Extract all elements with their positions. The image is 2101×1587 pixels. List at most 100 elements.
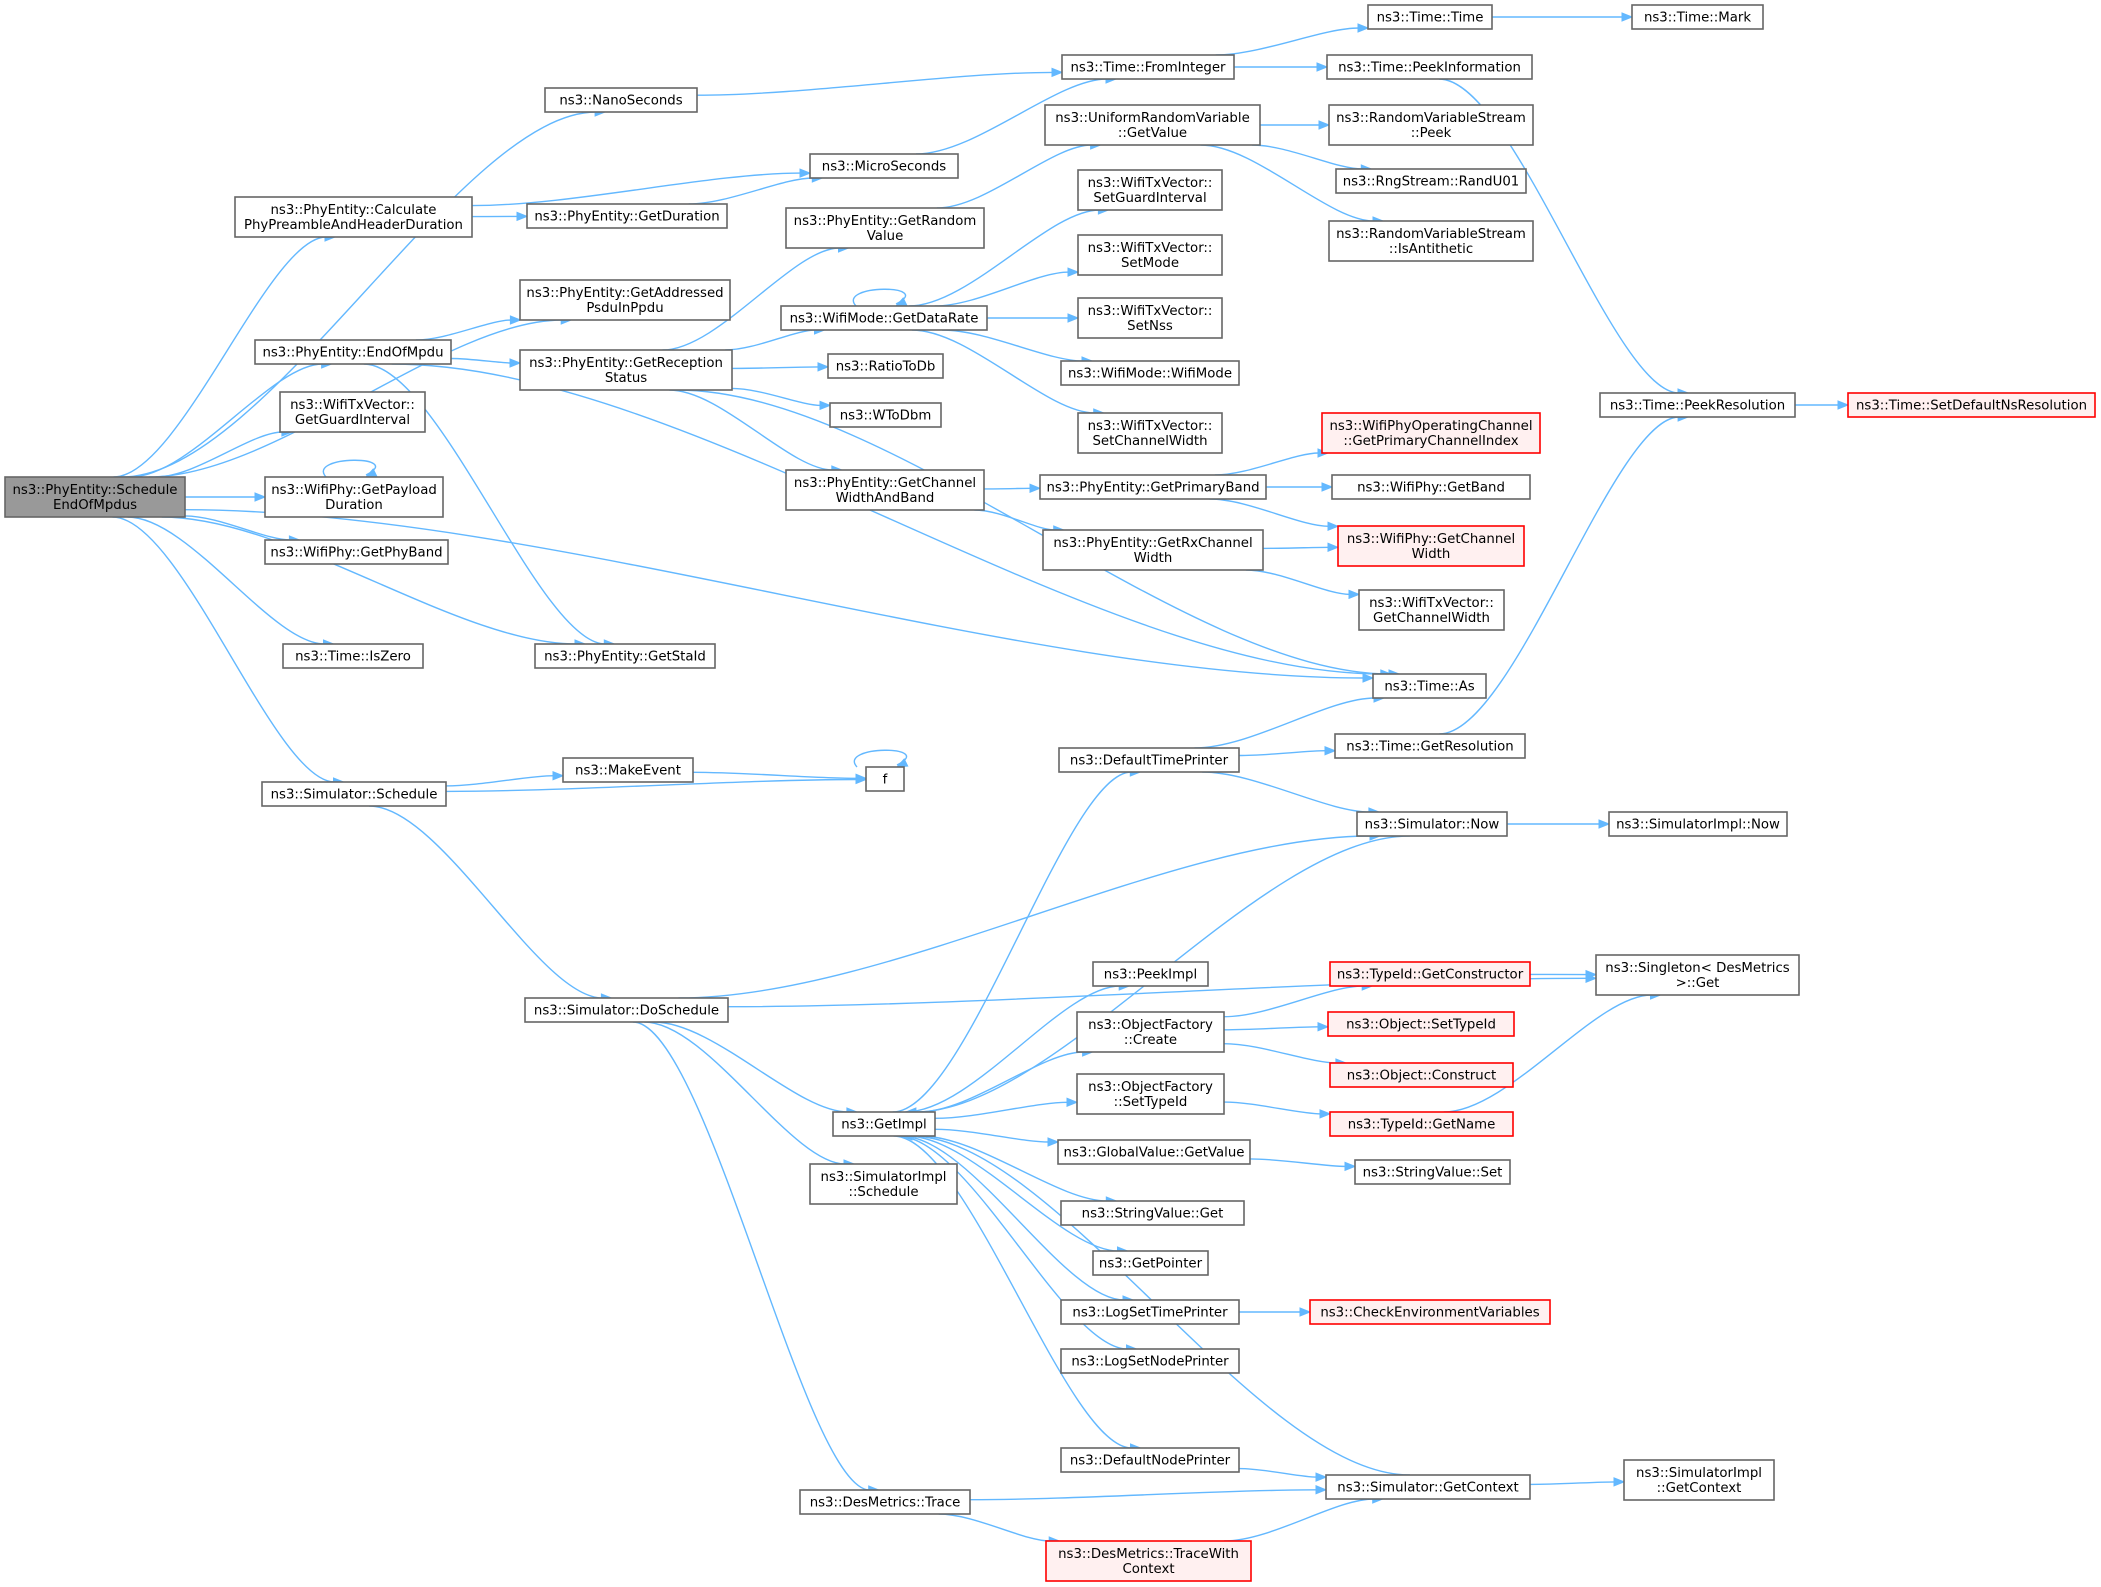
node-getprimband[interactable]: ns3::PhyEntity::GetPrimaryBand — [1039, 474, 1267, 500]
node-box — [519, 349, 733, 391]
node-label-line: ns3::Time::IsZero — [295, 650, 411, 665]
node-box — [264, 476, 444, 518]
node-wifiphygetchw[interactable]: ns3::WifiPhy::GetChannelWidth — [1337, 525, 1525, 567]
edge-root-to-getpayload — [185, 492, 267, 502]
node-label-line: ns3::PeekImpl — [1104, 968, 1197, 983]
edge-arrowhead — [1324, 745, 1337, 756]
node-box — [809, 1163, 958, 1205]
node-label-line: ns3::GetPointer — [1099, 1257, 1203, 1272]
edge-line — [1251, 144, 1363, 170]
node-objsettypeid[interactable]: ns3::Object::SetTypeId — [1327, 1011, 1515, 1037]
node-label-line: ns3::CheckEnvironmentVariables — [1320, 1306, 1539, 1321]
node-desmetricstrace[interactable]: ns3::DesMetrics::Trace — [799, 1489, 971, 1515]
node-simnow[interactable]: ns3::Simulator::Now — [1356, 811, 1508, 837]
node-getprimidx[interactable]: ns3::WifiPhyOperatingChannel::GetPrimary… — [1321, 412, 1541, 454]
node-unifgetvalue[interactable]: ns3::UniformRandomVariable::GetValue — [1044, 104, 1261, 146]
node-simgetctx[interactable]: ns3::Simulator::GetContext — [1325, 1474, 1531, 1500]
node-simimplsched[interactable]: ns3::SimulatorImpl::Schedule — [809, 1163, 958, 1205]
node-label-line: ::GetPrimaryChannelIndex — [1343, 434, 1518, 449]
node-getphyband[interactable]: ns3::WifiPhy::GetPhyBand — [264, 539, 449, 565]
node-getstaid[interactable]: ns3::PhyEntity::GetStaId — [534, 643, 716, 669]
node-construct[interactable]: ns3::Object::Construct — [1329, 1062, 1514, 1088]
node-setnss[interactable]: ns3::WifiTxVector::SetNss — [1077, 297, 1223, 339]
node-box — [785, 207, 985, 249]
node-simschedule[interactable]: ns3::Simulator::Schedule — [261, 781, 447, 807]
node-singleton[interactable]: ns3::Singleton< DesMetrics >::Get — [1595, 954, 1800, 996]
node-getname[interactable]: ns3::TypeId::GetName — [1329, 1111, 1514, 1137]
edge-line — [1223, 1026, 1320, 1031]
node-fromint[interactable]: ns3::Time::FromInteger — [1061, 54, 1235, 80]
node-label-line: SetGuardInterval — [1093, 191, 1206, 206]
node-timemark[interactable]: ns3::Time::Mark — [1631, 4, 1764, 30]
node-getguard[interactable]: ns3::WifiTxVector::GetGuardInterval — [279, 391, 426, 433]
node-ofsettypeid[interactable]: ns3::ObjectFactory::SetTypeId — [1076, 1073, 1225, 1115]
edge-getrandom-to-unifgetvalue — [936, 140, 1102, 209]
node-ratiotodb[interactable]: ns3::RatioToDb — [827, 353, 944, 379]
node-gvgetvalue[interactable]: ns3::GlobalValue::GetValue — [1057, 1139, 1251, 1165]
node-peekimpl[interactable]: ns3::PeekImpl — [1092, 961, 1209, 987]
edge-line — [934, 1101, 1069, 1119]
node-peekinfo[interactable]: ns3::Time::PeekInformation — [1326, 54, 1533, 80]
node-box — [1608, 811, 1788, 837]
node-peekres[interactable]: ns3::Time::PeekResolution — [1599, 392, 1796, 418]
edge-ofcreate-to-construct — [1223, 1043, 1348, 1068]
node-svset[interactable]: ns3::StringValue::Set — [1354, 1159, 1511, 1185]
node-defnodeprinter[interactable]: ns3::DefaultNodePrinter — [1060, 1447, 1240, 1473]
node-randu01[interactable]: ns3::RngStream::RandU01 — [1335, 168, 1527, 194]
node-setmode[interactable]: ns3::WifiTxVector::SetMode — [1077, 234, 1223, 276]
node-getband[interactable]: ns3::WifiPhy::GetBand — [1331, 474, 1531, 500]
node-setchwidth[interactable]: ns3::WifiTxVector::SetChannelWidth — [1077, 412, 1223, 454]
node-getres[interactable]: ns3::Time::GetResolution — [1334, 733, 1526, 759]
node-deftimeprinter[interactable]: ns3::DefaultTimePrinter — [1058, 747, 1240, 773]
node-svget[interactable]: ns3::StringValue::Get — [1060, 1200, 1245, 1226]
node-wtodbm[interactable]: ns3::WToDbm — [829, 402, 942, 428]
node-label-line: ns3::ObjectFactory — [1088, 1018, 1213, 1033]
node-getpointer[interactable]: ns3::GetPointer — [1092, 1250, 1209, 1276]
node-setguard[interactable]: ns3::WifiTxVector::SetGuardInterval — [1077, 169, 1223, 211]
node-getduration[interactable]: ns3::PhyEntity::GetDuration — [526, 203, 728, 229]
node-nanoseconds[interactable]: ns3::NanoSeconds — [544, 87, 698, 113]
node-f[interactable]: f — [865, 766, 905, 792]
node-label-line: ns3::Time::Time — [1377, 11, 1484, 26]
node-calc[interactable]: ns3::PhyEntity::CalculatePhyPreambleAndH… — [234, 196, 473, 238]
node-isanti[interactable]: ns3::RandomVariableStream::IsAntithetic — [1328, 220, 1534, 262]
node-makeevent[interactable]: ns3::MakeEvent — [562, 757, 694, 783]
edge-line — [688, 177, 814, 205]
node-logsetnp[interactable]: ns3::LogSetNodePrinter — [1060, 1348, 1240, 1374]
node-simimplgetctx[interactable]: ns3::SimulatorImpl::GetContext — [1623, 1459, 1775, 1501]
node-setdefres[interactable]: ns3::Time::SetDefaultNsResolution — [1847, 392, 2096, 418]
node-getctor[interactable]: ns3::TypeId::GetConstructor — [1329, 961, 1531, 987]
node-box — [1044, 104, 1261, 146]
node-microseconds[interactable]: ns3::MicroSeconds — [809, 153, 959, 179]
edge-line — [1238, 750, 1327, 757]
node-checkenv[interactable]: ns3::CheckEnvironmentVariables — [1309, 1299, 1551, 1325]
edge-gvgetvalue-to-svset — [1249, 1158, 1357, 1172]
node-box — [1057, 1139, 1251, 1165]
node-iszero[interactable]: ns3::Time::IsZero — [282, 643, 424, 669]
node-getdatarate[interactable]: ns3::WifiMode::GetDataRate — [780, 305, 988, 331]
node-logsettp[interactable]: ns3::LogSetTimePrinter — [1060, 1299, 1240, 1325]
node-box — [1328, 220, 1534, 262]
node-endofmpdu[interactable]: ns3::PhyEntity::EndOfMpdu — [254, 339, 452, 365]
node-label-line: SetMode — [1121, 256, 1179, 271]
node-timeas[interactable]: ns3::Time::As — [1372, 673, 1487, 699]
node-label-line: ns3::SimulatorImpl — [1636, 1466, 1762, 1481]
node-wifimode[interactable]: ns3::WifiMode::WifiMode — [1060, 360, 1240, 386]
node-timetime[interactable]: ns3::Time::Time — [1367, 4, 1493, 30]
node-txvgetchw[interactable]: ns3::WifiTxVector::GetChannelWidth — [1358, 589, 1505, 631]
edge-getrecstatus-to-timeas — [676, 389, 1401, 679]
node-simimplnow[interactable]: ns3::SimulatorImpl::Now — [1608, 811, 1788, 837]
node-doschedule[interactable]: ns3::Simulator::DoSchedule — [524, 997, 729, 1023]
node-getimpl[interactable]: ns3::GetImpl — [832, 1111, 936, 1137]
node-ofcreate[interactable]: ns3::ObjectFactory::Create — [1076, 1011, 1225, 1053]
node-rvspeek[interactable]: ns3::RandomVariableStream::Peek — [1328, 104, 1534, 146]
node-box — [261, 781, 447, 807]
edge-arrowhead — [1316, 62, 1329, 72]
